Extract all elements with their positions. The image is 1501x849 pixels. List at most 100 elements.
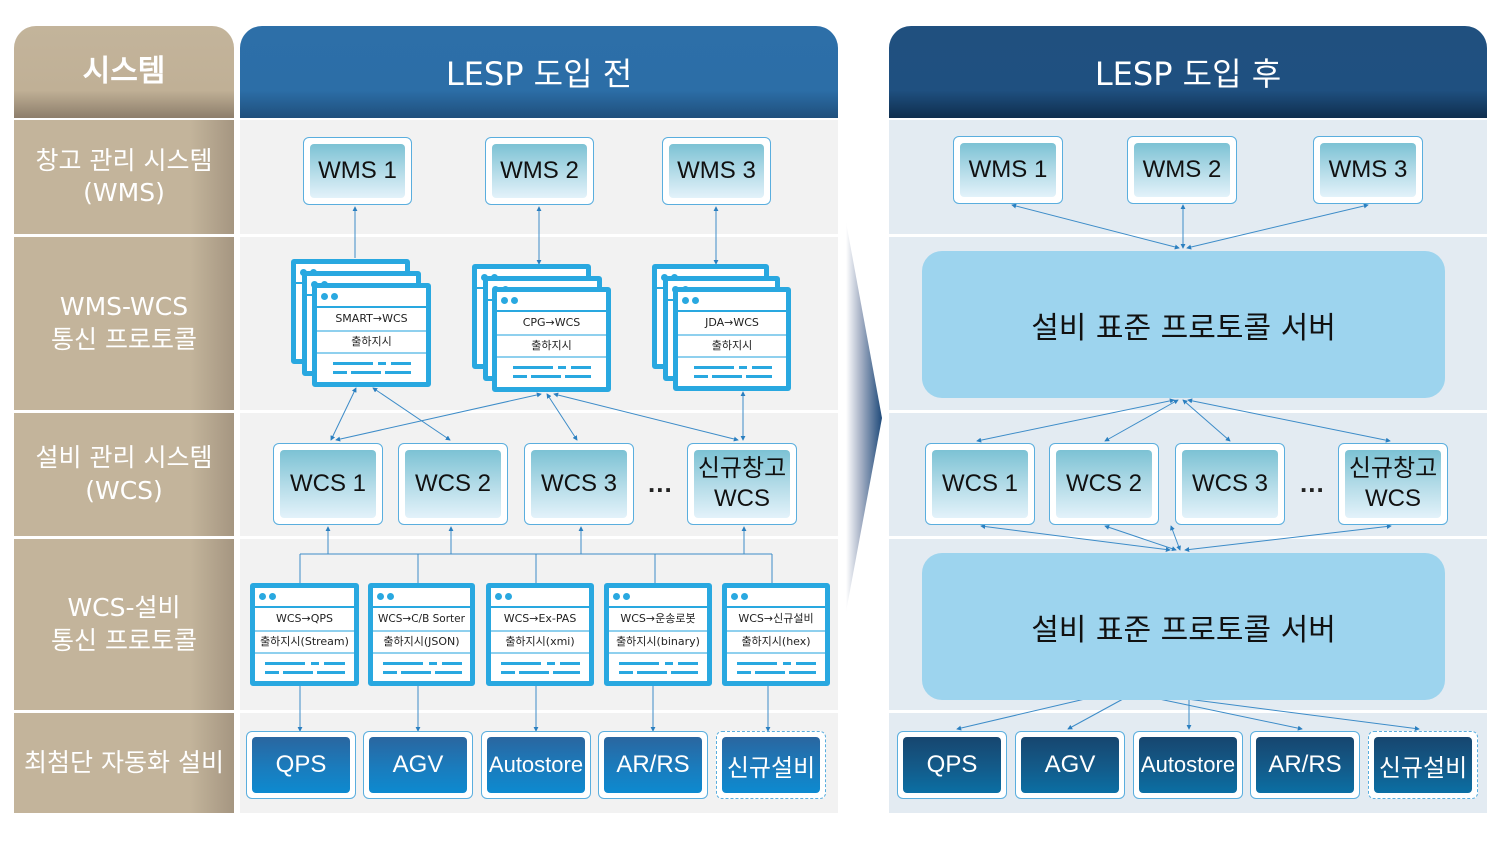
doc-subtitle: 출하지시(JSON) (373, 632, 470, 654)
before-wcs-3-label: WCS 3 (531, 450, 627, 518)
before-device-autostore[interactable]: Autostore (481, 731, 591, 799)
doc-subtitle: 출하지시 (678, 336, 786, 358)
after-wcs-new[interactable]: 신규창고 WCS (1338, 443, 1448, 525)
after-device-new[interactable]: 신규설비 (1368, 731, 1478, 799)
row-label-devices: 최첨단 자동화 설비 (14, 713, 234, 813)
protocol-server-top[interactable]: 설비 표준 프로토콜 서버 (922, 251, 1445, 398)
window-dot-icon (495, 593, 502, 600)
device-label: Autostore (487, 737, 585, 793)
after-wcs-1-label: WCS 1 (932, 450, 1028, 518)
doc-subtitle: 출하지시 (497, 336, 606, 358)
row-label-wms-wcs-protocol: WMS-WCS 통신 프로토콜 (14, 237, 234, 410)
after-device-qps[interactable]: QPS (897, 731, 1007, 799)
doc-subtitle: 출하지시(hex) (727, 632, 825, 654)
before-panel-header: LESP 도입 전 (240, 26, 838, 118)
device-label: AR/RS (604, 737, 702, 793)
window-dot-icon (259, 593, 266, 600)
wcs-device-doc-1[interactable]: WCS→QPS 출하지시(Stream) (250, 583, 359, 686)
device-label: 신규설비 (722, 737, 820, 793)
system-column-title: 시스템 (82, 54, 166, 89)
doc-title: JDA→WCS (678, 312, 786, 336)
before-wcs-3[interactable]: WCS 3 (524, 443, 634, 525)
after-wms-2-label: WMS 2 (1134, 143, 1230, 197)
device-label: QPS (903, 737, 1001, 793)
wcs-device-doc-5[interactable]: WCS→신규설비 출하지시(hex) (722, 583, 830, 686)
before-wms-3[interactable]: WMS 3 (662, 137, 771, 205)
window-dot-icon (731, 593, 738, 600)
before-device-new[interactable]: 신규설비 (716, 731, 826, 799)
before-panel-title: LESP 도입 전 (445, 55, 633, 93)
after-wms-2[interactable]: WMS 2 (1127, 136, 1237, 204)
after-panel-title: LESP 도입 후 (1094, 55, 1282, 93)
window-dot-icon (387, 593, 394, 600)
doc-title: SMART→WCS (317, 308, 426, 332)
before-wms-1-label: WMS 1 (310, 144, 405, 198)
system-column-header: 시스템 (14, 26, 234, 118)
device-label: AGV (369, 737, 467, 793)
device-label: Autostore (1139, 737, 1237, 793)
after-wcs-3-label: WCS 3 (1182, 450, 1278, 518)
after-panel-header: LESP 도입 후 (889, 26, 1487, 118)
before-wcs-ellipsis: ... (648, 468, 673, 498)
doc-title: WCS→운송로봇 (609, 608, 707, 632)
wms-wcs-doc-3[interactable]: JDA→WCS 출하지시 (673, 287, 791, 391)
wcs-device-doc-4[interactable]: WCS→운송로봇 출하지시(binary) (604, 583, 712, 686)
device-label: AR/RS (1256, 737, 1354, 793)
after-wms-3-label: WMS 3 (1320, 143, 1416, 197)
before-wms-2-label: WMS 2 (492, 144, 587, 198)
before-wcs-2-label: WCS 2 (405, 450, 501, 518)
doc-subtitle: 출하지시 (317, 332, 426, 354)
before-wcs-2[interactable]: WCS 2 (398, 443, 508, 525)
wcs-device-doc-2[interactable]: WCS→C/B Sorter 출하지시(JSON) (368, 583, 475, 686)
after-device-agv[interactable]: AGV (1015, 731, 1125, 799)
window-dot-icon (613, 593, 620, 600)
protocol-server-bottom[interactable]: 설비 표준 프로토콜 서버 (922, 553, 1445, 700)
before-wms-3-label: WMS 3 (669, 144, 764, 198)
before-wcs-1-label: WCS 1 (280, 450, 376, 518)
window-dot-icon (623, 593, 630, 600)
row-label-wms: 창고 관리 시스템 (WMS) (14, 120, 234, 234)
after-wms-3[interactable]: WMS 3 (1313, 136, 1423, 204)
row-label-wcs-device-protocol: WCS-설비 통신 프로토콜 (14, 539, 234, 710)
device-label: QPS (252, 737, 350, 793)
doc-subtitle: 출하지시(Stream) (255, 632, 354, 654)
protocol-server-label: 설비 표준 프로토콜 서버 (1031, 310, 1336, 346)
before-wms-1[interactable]: WMS 1 (303, 137, 412, 205)
window-dot-icon (321, 293, 328, 300)
after-device-arrs[interactable]: AR/RS (1250, 731, 1360, 799)
after-wcs-2-label: WCS 2 (1056, 450, 1152, 518)
wcs-device-doc-3[interactable]: WCS→Ex-PAS 출하지시(xmi) (486, 583, 594, 686)
row-label-wcs: 설비 관리 시스템 (WCS) (14, 413, 234, 536)
after-wms-1[interactable]: WMS 1 (953, 136, 1063, 204)
after-wcs-new-label: 신규창고 WCS (1345, 450, 1441, 518)
after-wcs-3[interactable]: WCS 3 (1175, 443, 1285, 525)
before-device-qps[interactable]: QPS (246, 731, 356, 799)
doc-title: WCS→QPS (255, 608, 354, 632)
window-dot-icon (682, 297, 689, 304)
before-wcs-new[interactable]: 신규창고 WCS (687, 443, 797, 525)
before-device-arrs[interactable]: AR/RS (598, 731, 708, 799)
wms-wcs-doc-1[interactable]: SMART→WCS 출하지시 (312, 283, 431, 387)
protocol-server-label: 설비 표준 프로토콜 서버 (1031, 612, 1336, 648)
before-wms-2[interactable]: WMS 2 (485, 137, 594, 205)
after-device-autostore[interactable]: Autostore (1133, 731, 1243, 799)
doc-title: WCS→Ex-PAS (491, 608, 589, 632)
after-wcs-2[interactable]: WCS 2 (1049, 443, 1159, 525)
window-dot-icon (501, 297, 508, 304)
window-dot-icon (331, 293, 338, 300)
before-wcs-new-label: 신규창고 WCS (694, 450, 790, 518)
window-dot-icon (741, 593, 748, 600)
doc-title: WCS→C/B Sorter (373, 608, 470, 632)
doc-subtitle: 출하지시(xmi) (491, 632, 589, 654)
after-wms-1-label: WMS 1 (960, 143, 1056, 197)
window-dot-icon (377, 593, 384, 600)
after-wcs-1[interactable]: WCS 1 (925, 443, 1035, 525)
window-dot-icon (692, 297, 699, 304)
before-device-agv[interactable]: AGV (363, 731, 473, 799)
wms-wcs-doc-2[interactable]: CPG→WCS 출하지시 (492, 287, 611, 392)
window-dot-icon (269, 593, 276, 600)
doc-title: WCS→신규설비 (727, 608, 825, 632)
before-wcs-1[interactable]: WCS 1 (273, 443, 383, 525)
